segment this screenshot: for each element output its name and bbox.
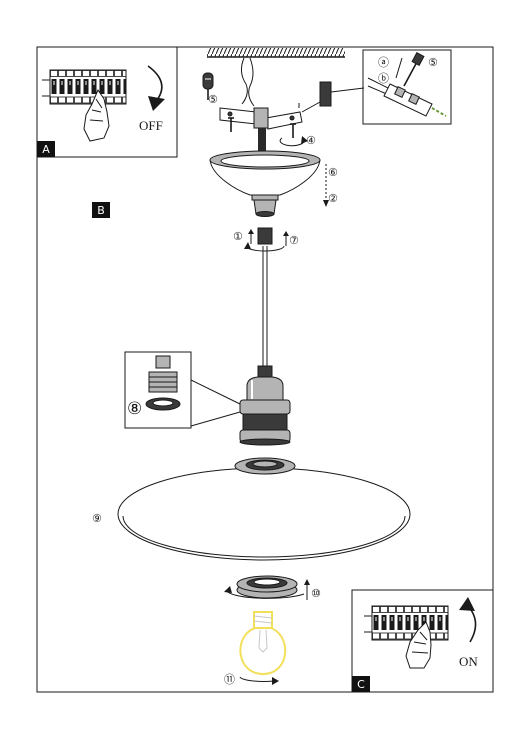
step-marker: ①: [233, 230, 243, 243]
panel-b-label-box: [92, 202, 110, 218]
on-text: ON: [459, 654, 478, 669]
step-marker: ⑥: [328, 166, 338, 179]
light-bulb: [239, 611, 287, 676]
off-text: OFF: [139, 118, 163, 133]
page-frame: [36, 46, 494, 693]
breaker-panel: [371, 605, 449, 641]
ceiling: [207, 48, 345, 58]
hand-icon: [83, 88, 110, 142]
threaded-rod: [258, 128, 266, 156]
curved-arrow-icon: [459, 597, 477, 643]
inset-marker: ⑤: [428, 56, 438, 69]
socket-ring-inset-frame: [124, 351, 192, 429]
screws: [228, 103, 300, 138]
breaker-panel: [49, 69, 127, 105]
panel-c-label-box: [352, 676, 370, 692]
step-marker: ⑨: [92, 512, 102, 525]
panel-c-label: C: [357, 678, 365, 691]
panel-a-label-box: [37, 141, 55, 157]
step-marker: ⑪: [224, 673, 235, 686]
step-marker: ②: [328, 192, 338, 205]
wiring-inset-frame: [362, 49, 452, 125]
panel-a-frame: [36, 46, 178, 158]
panel-c-frame: [351, 589, 494, 693]
panel-b-label: B: [97, 204, 105, 217]
cord: [262, 246, 268, 370]
mounting-bracket: [219, 107, 303, 130]
inset-marker: ⓑ: [378, 72, 389, 85]
supply-wires: [240, 57, 255, 107]
step-marker: ④: [306, 134, 316, 147]
shade-ring: [224, 575, 310, 600]
rotate-arrow-icon: [279, 136, 308, 147]
panel-a: OFF A: [36, 46, 178, 158]
screwdriver-icon: [202, 72, 214, 100]
panel-a-label: A: [42, 143, 50, 156]
step-marker: ⑤: [208, 93, 218, 106]
rotate-arrow-icon: [239, 676, 279, 685]
socket-ring-inset: ⑧: [124, 351, 241, 429]
step-marker: ⑦: [289, 234, 299, 247]
step-marker: ⑧: [127, 399, 142, 419]
panel-c: ON C: [351, 589, 494, 693]
lamp-shade: [117, 457, 411, 561]
curved-arrow-icon: [147, 65, 165, 111]
junction-box: [301, 81, 365, 113]
canopy: [209, 150, 321, 217]
step-marker: ⑩: [311, 587, 321, 600]
lamp-holder: [239, 365, 291, 446]
wiring-inset: ⓐ ⑤ ⓑ: [362, 49, 452, 125]
inset-marker: ⓐ: [378, 56, 389, 69]
hand-icon: [405, 621, 432, 669]
cord-grip: [244, 227, 289, 252]
